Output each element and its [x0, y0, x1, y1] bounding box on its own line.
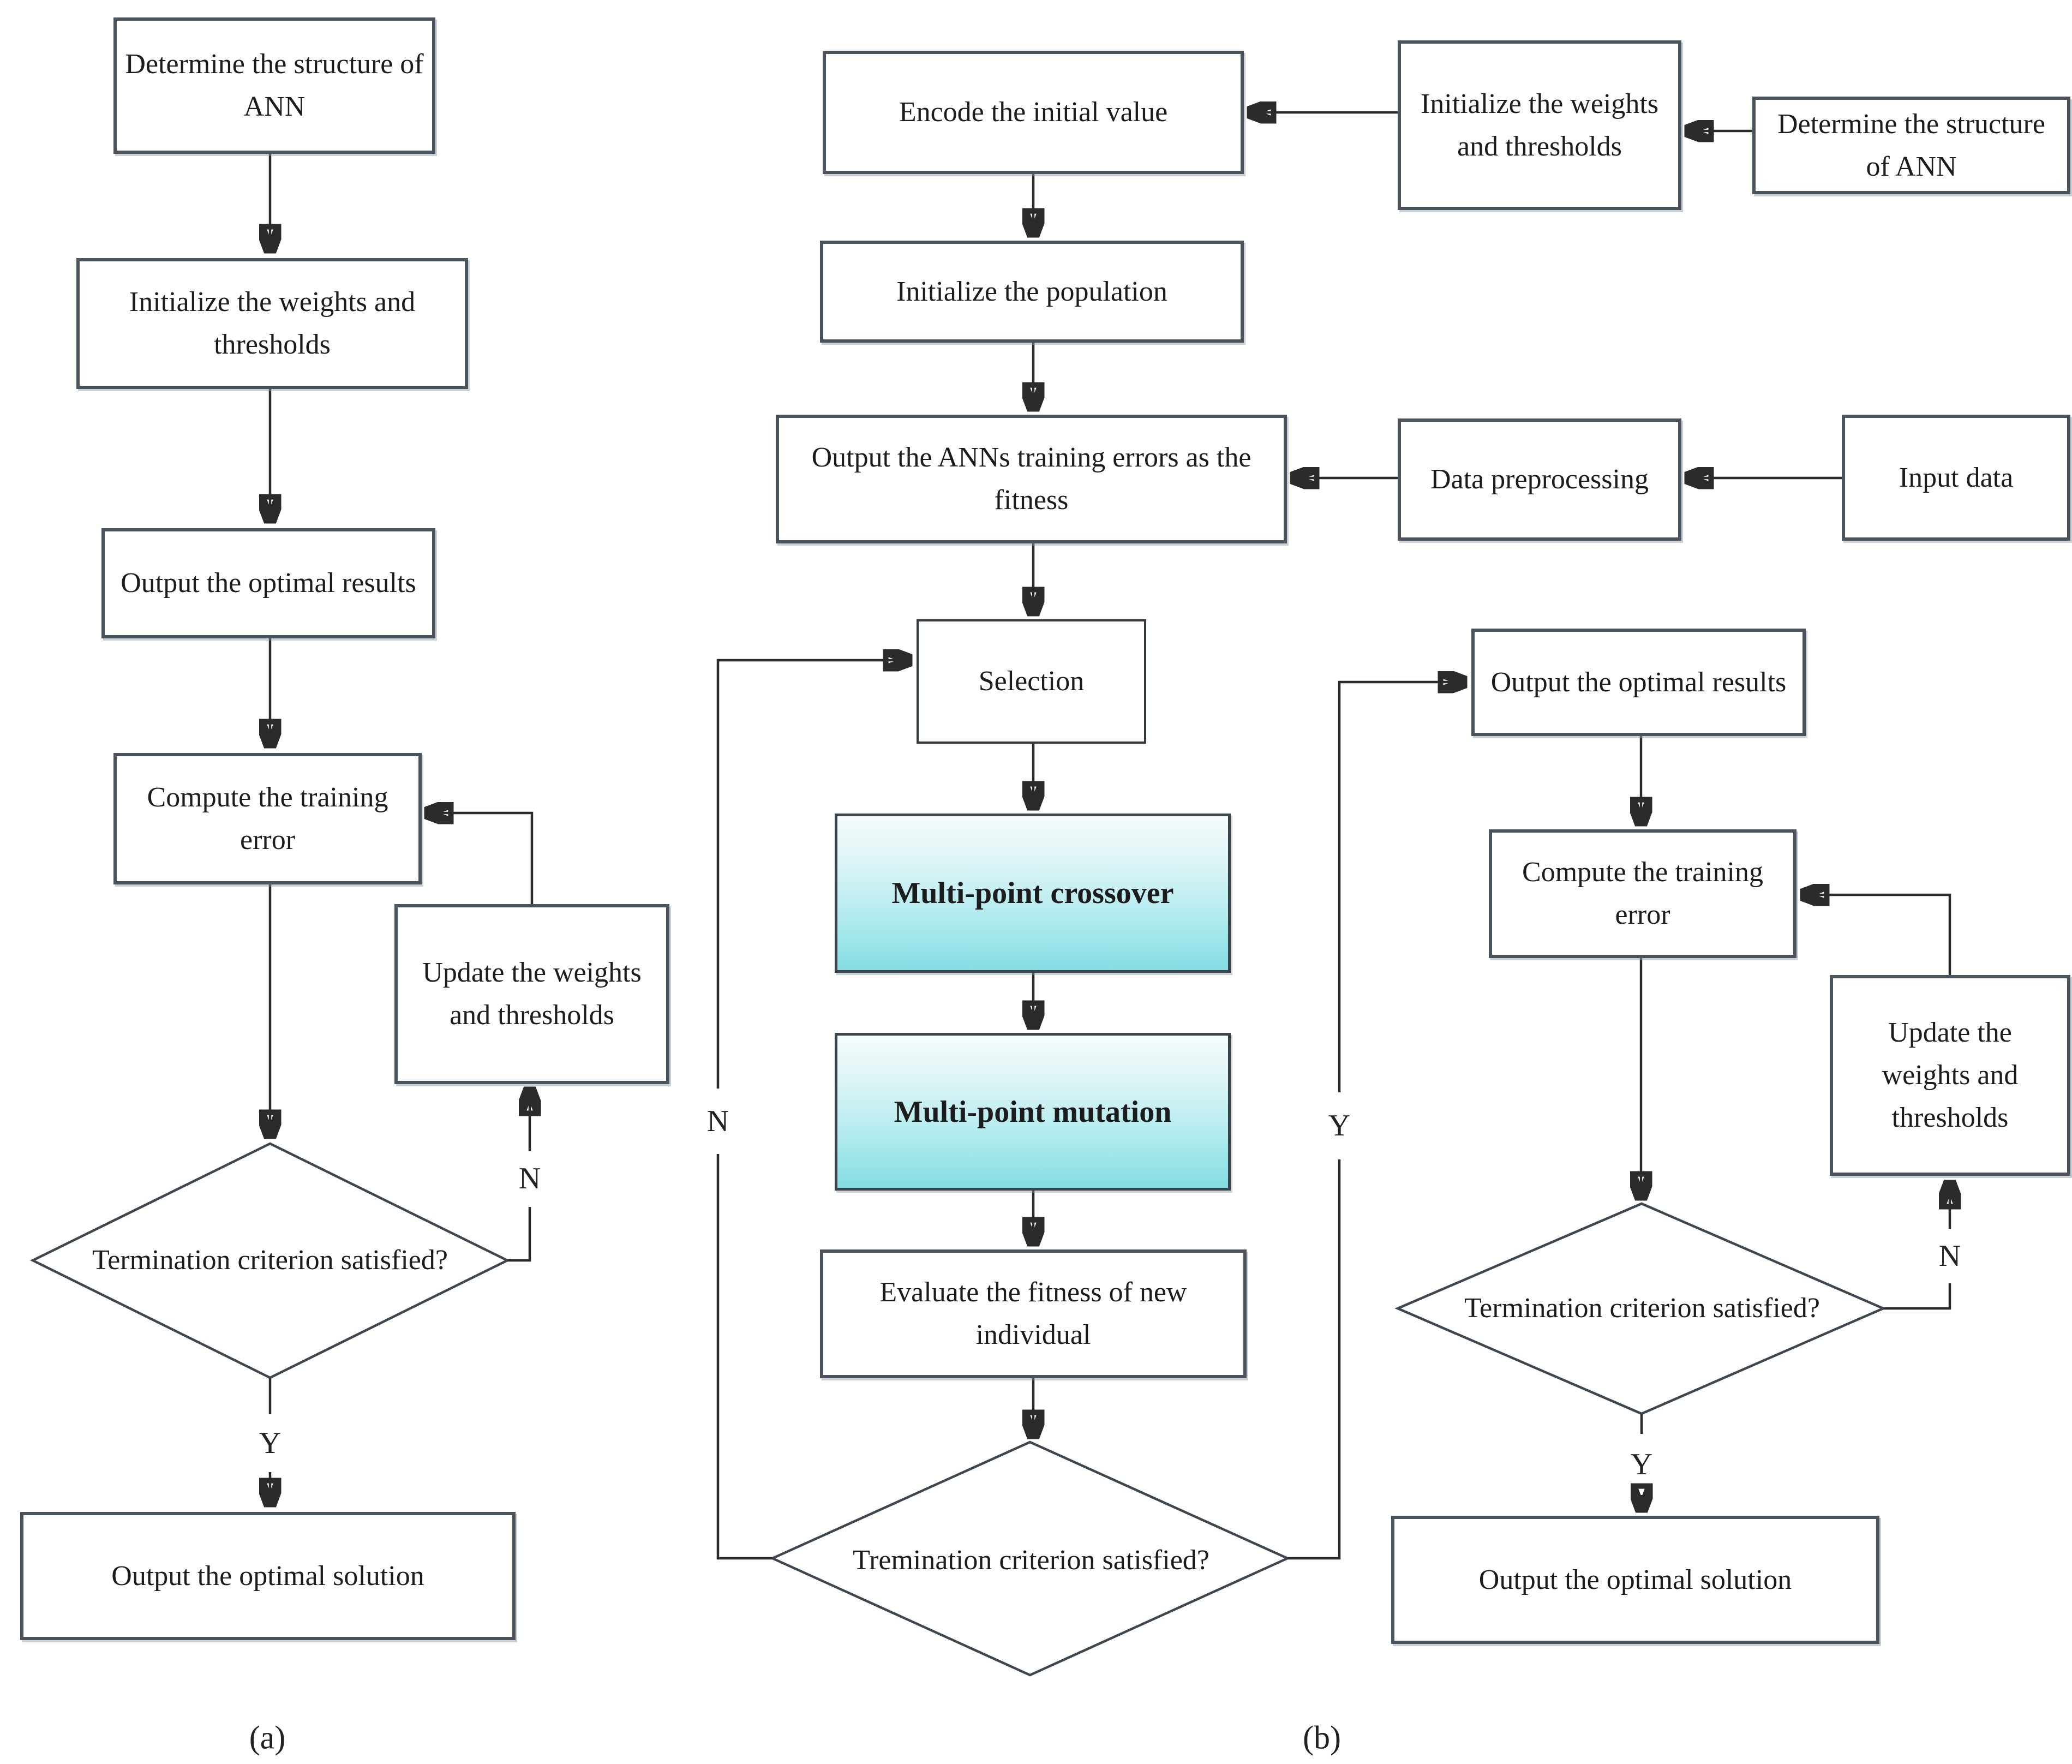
node-b-data-preprocessing: Data preprocessing: [1398, 418, 1681, 541]
node-b-input-data-label: Input data: [1899, 462, 2014, 493]
node-a-output-solution: Output the optimal solution: [20, 1512, 516, 1640]
node-b-output-results-label: Output the optimal results: [1490, 666, 1787, 698]
node-b-evaluate-fitness-label: Evaluate the fitness of new individual: [879, 1277, 1187, 1350]
node-b-update-weights: Update the weights and thresholds: [1830, 975, 2070, 1176]
decision-b-ga-termination-shape: [769, 1440, 1291, 1677]
node-b-compute-error: Compute the training error: [1489, 829, 1796, 958]
node-b-determine-structure-label: Determine the structure of ANN: [1777, 108, 2045, 182]
edge-label-b-ann-yes: Y: [1630, 1448, 1653, 1481]
caption-panel-a: (a): [249, 1719, 286, 1756]
node-a-output-results-label: Output the optimal results: [121, 567, 416, 599]
node-b-encode-initial-value-label: Encode the initial value: [899, 97, 1168, 128]
edge-label-a-yes: Y: [259, 1426, 282, 1460]
decision-b-ann-termination: Termination criterion satisfied?: [1429, 1248, 1855, 1368]
node-a-output-results: Output the optimal results: [101, 528, 435, 638]
node-b-selection: Selection: [917, 619, 1146, 744]
decision-b-ga-termination-label: Tremination criterion satisfied?: [853, 1545, 1209, 1576]
node-b-encode-initial-value: Encode the initial value: [823, 51, 1244, 174]
node-b-initialize-population: Initialize the population: [820, 241, 1244, 343]
node-b-compute-error-label: Compute the training error: [1522, 857, 1763, 930]
node-b-selection-label: Selection: [978, 666, 1085, 697]
node-b-output-fitness: Output the ANNs training errors as the f…: [776, 415, 1287, 543]
decision-a-termination: Termination criterion satisfied?: [55, 1189, 486, 1331]
node-b-initialize-population-label: Initialize the population: [896, 276, 1167, 307]
node-a-output-solution-label: Output the optimal solution: [111, 1560, 424, 1592]
decision-b-ga-termination: Tremination criterion satisfied?: [813, 1492, 1249, 1629]
edge-label-b-ga-yes: Y: [1328, 1109, 1351, 1143]
node-a-compute-error-label: Compute the training error: [147, 781, 388, 856]
decision-a-termination-label: Termination criterion satisfied?: [92, 1245, 448, 1276]
node-b-evaluate-fitness: Evaluate the fitness of new individual: [820, 1249, 1247, 1378]
node-b-output-fitness-label: Output the ANNs training errors as the f…: [811, 442, 1251, 516]
node-a-compute-error: Compute the training error: [113, 753, 422, 884]
node-a-update-weights: Update the weights and thresholds: [394, 904, 669, 1084]
node-b-multipoint-crossover-label: Multi-point crossover: [891, 876, 1174, 910]
node-b-input-data: Input data: [1842, 415, 2070, 541]
node-b-multipoint-mutation-label: Multi-point mutation: [894, 1095, 1172, 1129]
node-b-determine-structure: Determine the structure of ANN: [1752, 97, 2070, 194]
node-b-output-solution: Output the optimal solution: [1391, 1516, 1879, 1644]
node-b-update-weights-label: Update the weights and thresholds: [1882, 1017, 2019, 1133]
node-a-determine-structure-label: Determine the structure of ANN: [125, 49, 424, 122]
node-b-multipoint-crossover: Multi-point crossover: [835, 814, 1231, 973]
edge-label-a-no: N: [518, 1162, 541, 1195]
edge-a-decision-no-lower: [507, 1207, 531, 1262]
node-a-initialize-weights-label: Initialize the weights and thresholds: [129, 286, 416, 360]
node-b-initialize-weights: Initialize the weights and thresholds: [1398, 40, 1681, 210]
node-b-output-solution-label: Output the optimal solution: [1478, 1564, 1792, 1595]
edge-label-b-ga-no: N: [706, 1104, 729, 1138]
edge-b-ann-no-lower: [1883, 1283, 1951, 1310]
node-a-initialize-weights: Initialize the weights and thresholds: [76, 258, 468, 389]
edge-b-ga-no-lower: [716, 1154, 772, 1560]
node-b-output-results: Output the optimal results: [1471, 629, 1806, 736]
decision-b-ann-termination-label: Termination criterion satisfied?: [1464, 1293, 1820, 1324]
node-b-data-preprocessing-label: Data preprocessing: [1430, 464, 1649, 495]
edge-b-update-to-compute: [1802, 895, 1951, 975]
node-a-determine-structure: Determine the structure of ANN: [113, 17, 435, 154]
edge-b-ga-yes-lower: [1287, 1159, 1341, 1560]
node-b-multipoint-mutation: Multi-point mutation: [835, 1033, 1231, 1191]
edge-label-b-ann-no: N: [1938, 1239, 1961, 1273]
node-a-update-weights-label: Update the weights and thresholds: [422, 957, 642, 1031]
node-b-initialize-weights-label: Initialize the weights and thresholds: [1420, 88, 1659, 162]
caption-panel-b: (b): [1303, 1719, 1341, 1756]
edge-b-ga-no-upper: [716, 660, 910, 1089]
edge-b-ga-yes-upper: [1338, 682, 1465, 1092]
edge-a-update-to-compute: [427, 813, 534, 904]
